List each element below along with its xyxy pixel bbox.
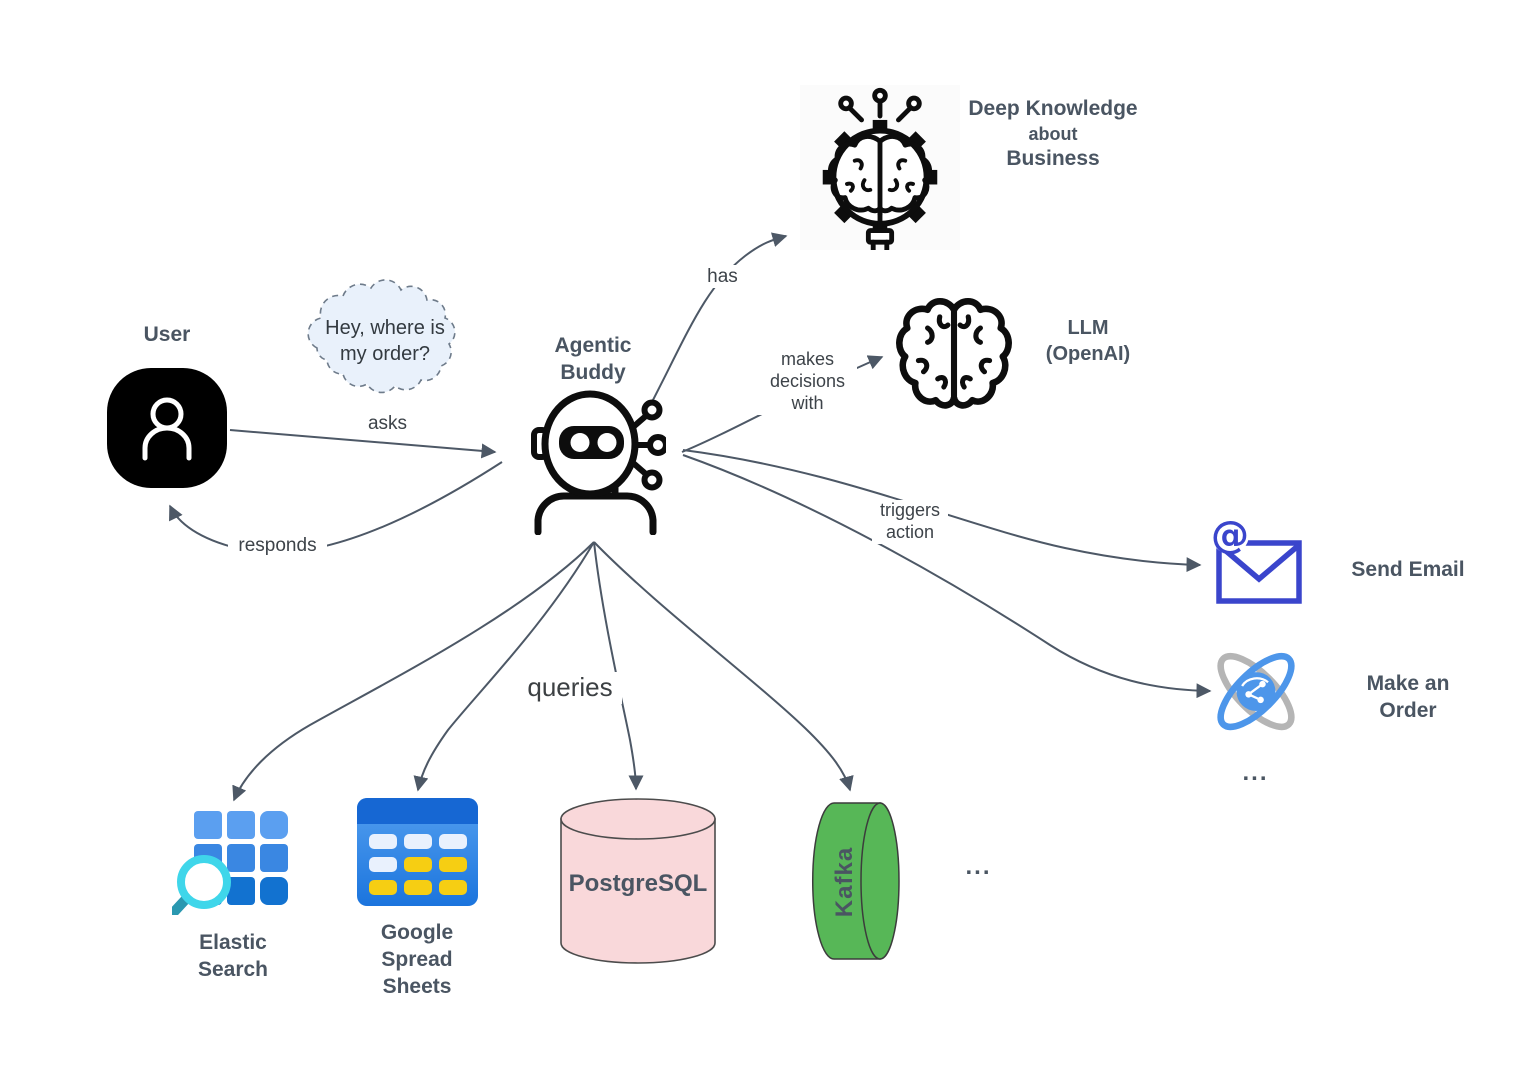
kafka-icon [800, 800, 900, 962]
deep-knowledge-line2: about [1028, 123, 1078, 144]
thought-bubble-cloud [307, 279, 456, 394]
actions-ellipsis: ... [1242, 759, 1269, 786]
edge-queries-postgres [593, 541, 644, 791]
postgresql-icon [558, 795, 718, 967]
postgresql-label: PostgreSQL [568, 870, 708, 897]
google-sheets-label: Google Spread Sheets [380, 921, 454, 998]
edge-label-triggers-action: triggers action [872, 500, 948, 544]
elastic-search-icon [172, 803, 290, 915]
kafka-label: Kafka [831, 846, 858, 918]
llm-label: LLM (OpenAI) [1045, 317, 1131, 365]
google-sheets-icon [357, 798, 478, 906]
deep-knowledge-label: Deep Knowledge about Business [963, 96, 1143, 173]
edge-label-queries: queries [518, 672, 622, 704]
svg-text:@: @ [1211, 515, 1249, 557]
agent-label: Agentic Buddy [554, 334, 632, 384]
deep-knowledge-line1: Deep Knowledge [968, 97, 1138, 120]
thought-bubble [303, 278, 467, 398]
user-label: User [143, 323, 191, 346]
make-order-label: Make an Order [1366, 672, 1450, 722]
llm-brain-icon [893, 293, 1015, 418]
edge-triggers-order [682, 454, 1212, 699]
edge-queries-elastic [232, 541, 595, 802]
send-email-icon: @ [1203, 515, 1303, 605]
user-icon [107, 368, 227, 488]
thought-bubble-text: Hey, where is my order? [325, 317, 445, 365]
edge-label-asks: asks [348, 412, 427, 436]
make-order-icon [1205, 643, 1307, 741]
deep-knowledge-icon [800, 85, 960, 250]
edge-asks [229, 429, 497, 459]
edge-label-responds: responds [228, 534, 327, 558]
edge-label-has: has [698, 265, 747, 289]
elastic-search-label: Elastic Search [197, 931, 269, 981]
edge-triggers-email [682, 449, 1202, 573]
edge-label-makes-decisions: makes decisions with [758, 349, 857, 415]
send-email-label: Send Email [1351, 558, 1465, 581]
robot-icon [528, 390, 666, 535]
edge-queries-sheets [413, 541, 595, 792]
datasources-ellipsis: ... [965, 853, 992, 880]
edge-queries-kafka [593, 541, 854, 792]
deep-knowledge-line3: Business [1006, 146, 1100, 170]
